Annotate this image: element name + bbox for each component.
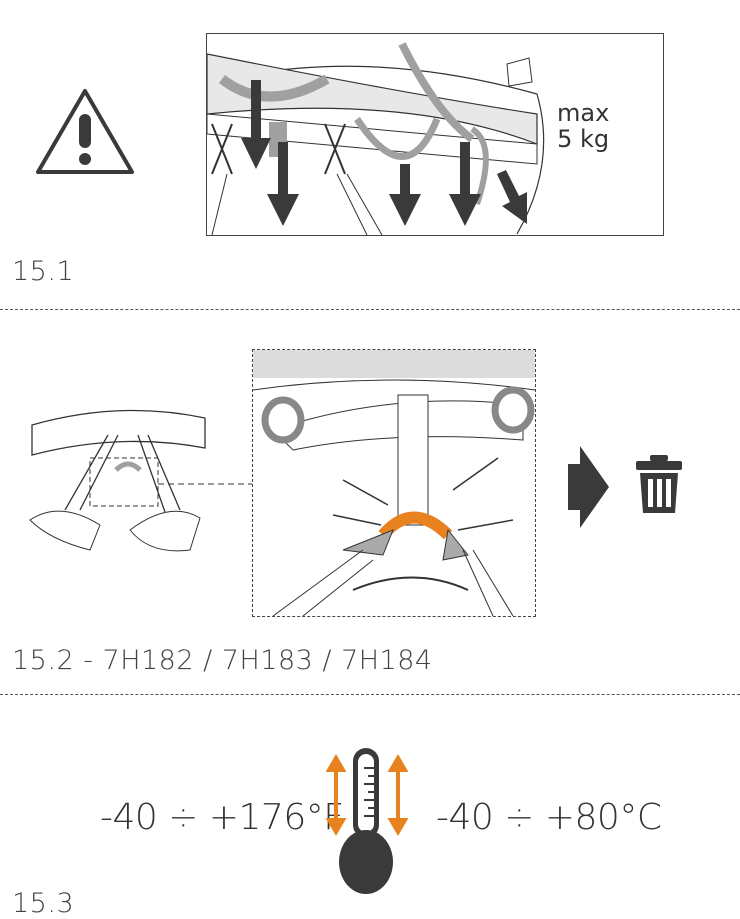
temperature-range-celsius: -40 ÷ +80°C [436,797,662,838]
thermometer-icon [326,748,409,894]
warning-icon [36,89,134,174]
trash-icon [636,455,682,513]
section-label-15-1: 15.1 [12,256,75,287]
max-load-value: 5 kg [557,125,610,153]
gear-loop-illustration: max 5 kg [206,33,664,236]
temperature-range-fahrenheit: -40 ÷ +176°F [100,797,344,838]
section-divider [0,694,740,695]
section-label-15-2: 15.2 - 7H182 / 7H183 / 7H184 [12,645,433,676]
belay-loop-detail [252,349,536,617]
arrow-right-icon [568,446,609,528]
section-label-15-3: 15.3 [12,888,75,919]
harness-overview-illustration [29,409,252,552]
max-load-label: max [557,99,610,127]
section-divider [0,309,740,310]
